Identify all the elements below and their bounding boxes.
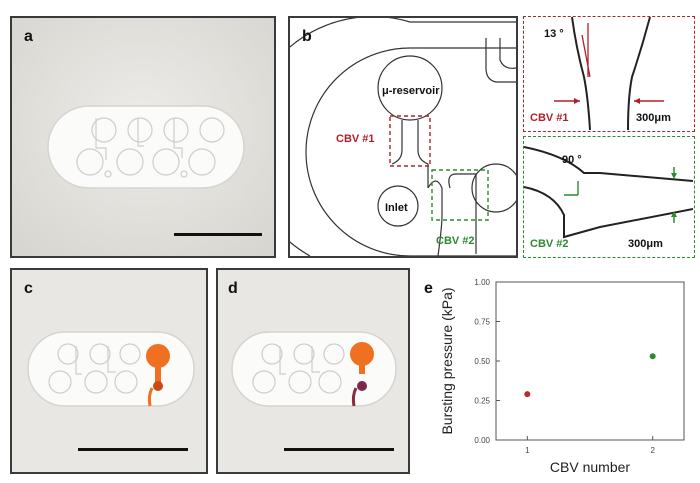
cbv1-zoom-label: CBV #1 <box>530 112 569 124</box>
zoom-cbv2-panel: 90 ° CBV #2 300μm <box>523 136 695 258</box>
cbv2-angle-label: 90 ° <box>562 154 582 166</box>
chip-photo-a <box>12 18 274 256</box>
y-tick-label: 1.00 <box>474 278 490 287</box>
zoom-cbv1-panel: 13 ° CBV #1 300μm <box>523 16 695 132</box>
cbv2-width-label: 300μm <box>628 238 663 250</box>
reservoir-label: μ-reservoir <box>382 85 440 97</box>
cbv1-highlight-box <box>389 115 431 167</box>
y-tick-label: 0.25 <box>474 397 490 406</box>
cbv2-zoom-label: CBV #2 <box>530 238 569 250</box>
y-tick-label: 0.00 <box>474 436 490 445</box>
x-axis-label: CBV number <box>550 459 630 475</box>
data-point <box>649 353 656 360</box>
panel-d-photo: d <box>216 268 410 474</box>
panel-b-schematic: μ-reservoir Inlet CBV #1 CBV #2 b <box>244 15 521 258</box>
inlet-label: Inlet <box>385 202 408 214</box>
data-point <box>524 391 531 398</box>
panel-label-b: b <box>302 28 312 45</box>
panel-c-photo: c <box>10 268 208 474</box>
cbv1-label: CBV #1 <box>336 133 375 145</box>
cbv1-detail: 13 ° CBV #1 300μm <box>530 16 671 131</box>
scale-bar-c <box>78 448 188 451</box>
panel-a-photo: a <box>10 16 276 258</box>
panel-label-a: a <box>24 28 33 45</box>
panel-label-e: e <box>424 280 433 297</box>
cbv1-width-label: 300μm <box>636 112 671 124</box>
chip-photo-d <box>218 270 408 472</box>
cbv2-highlight-box <box>431 169 489 221</box>
chip-schematic: μ-reservoir Inlet CBV #1 CBV #2 <box>244 15 521 257</box>
y-axis-label: Bursting pressure (kPa) <box>439 287 455 434</box>
cbv1-angle-label: 13 ° <box>544 28 564 40</box>
y-tick-label: 0.75 <box>474 318 490 327</box>
x-tick-label: 2 <box>650 446 655 455</box>
scale-bar-d <box>284 448 394 451</box>
scale-bar-a <box>174 233 262 236</box>
panel-label-d: d <box>228 280 238 297</box>
y-tick-label: 0.50 <box>474 357 490 366</box>
plot-frame <box>495 281 685 441</box>
chip-photo-c <box>12 270 206 472</box>
cbv2-label: CBV #2 <box>436 235 475 247</box>
cbv2-detail: 90 ° CBV #2 300μm <box>523 146 694 250</box>
panel-label-c: c <box>24 280 33 297</box>
x-tick-label: 1 <box>525 446 530 455</box>
